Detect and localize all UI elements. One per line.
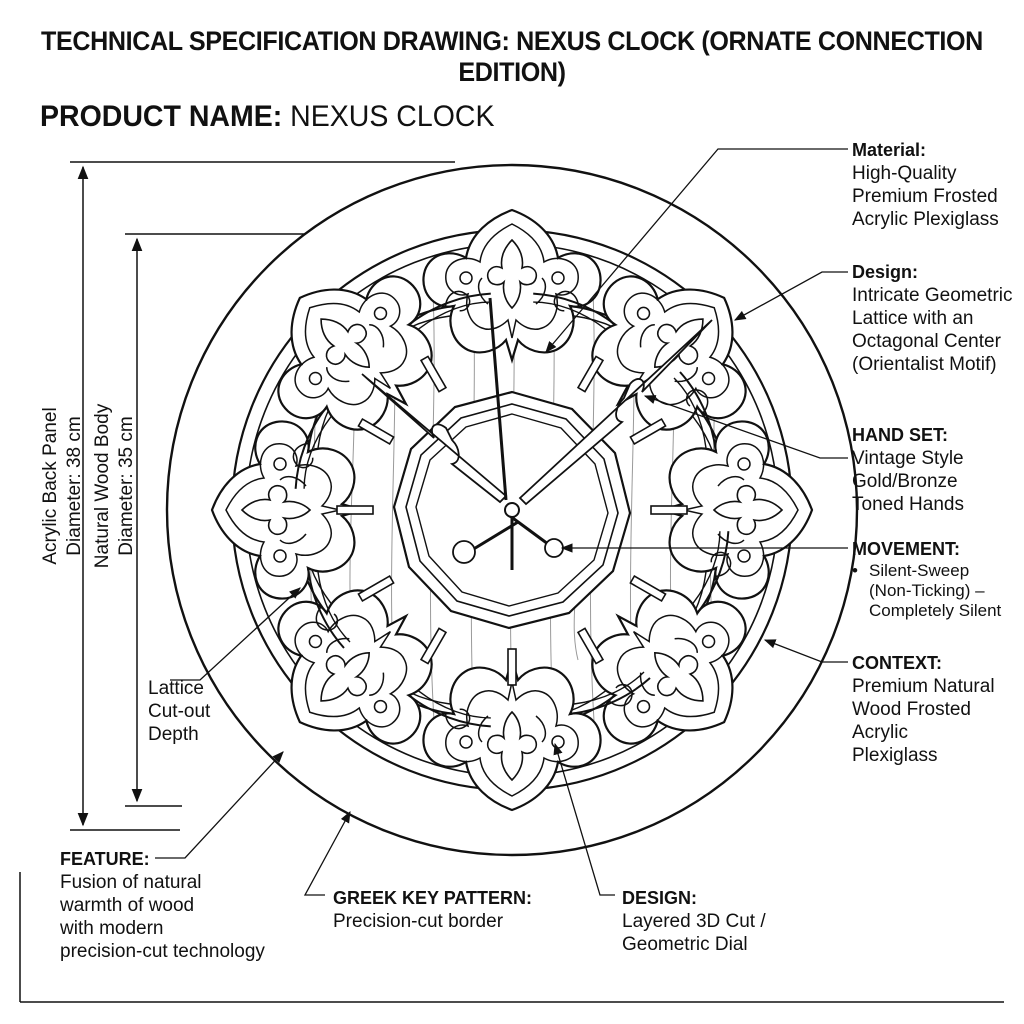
drawing-title: TECHNICAL SPECIFICATION DRAWING: NEXUS C…: [41, 26, 983, 87]
wood-dimension-label: Natural Wood Body Diameter: 35 cm: [92, 403, 137, 569]
movement-callout: MOVEMENT: • Silent-Sweep (Non-Ticking) –…: [852, 539, 1002, 620]
context-callout: CONTEXT: Premium Natural Wood Frosted Ac…: [852, 653, 995, 766]
material-callout: Material: High-Quality Premium Frosted A…: [852, 140, 999, 230]
dimension-lines: [19, 161, 1004, 1003]
product-name-value: NEXUS CLOCK: [290, 100, 495, 133]
hour-markers: [336, 355, 688, 686]
product-name-line: PRODUCT NAME: NEXUS CLOCK: [40, 100, 494, 134]
product-name-label: PRODUCT NAME:: [40, 100, 283, 133]
bullet: •: [852, 561, 858, 580]
hand-set-callout: HAND SET: Vintage Style Gold/Bronze Tone…: [852, 425, 964, 515]
design-callout: Design: Intricate Geometric Lattice with…: [852, 262, 1013, 375]
design-bottom-callout: DESIGN: Layered 3D Cut / Geometric Dial: [622, 888, 766, 955]
lattice-depth-callout: Lattice Cut-out Depth: [148, 678, 211, 745]
feature-callout: FEATURE: Fusion of natural warmth of woo…: [60, 849, 265, 962]
leader-lines: [155, 148, 848, 896]
greek-key-callout: GREEK KEY PATTERN: Precision-cut border: [333, 888, 533, 932]
acrylic-dimension-label: Acrylic Back Panel Diameter: 38 cm: [40, 407, 85, 565]
clock-body: [165, 163, 859, 857]
